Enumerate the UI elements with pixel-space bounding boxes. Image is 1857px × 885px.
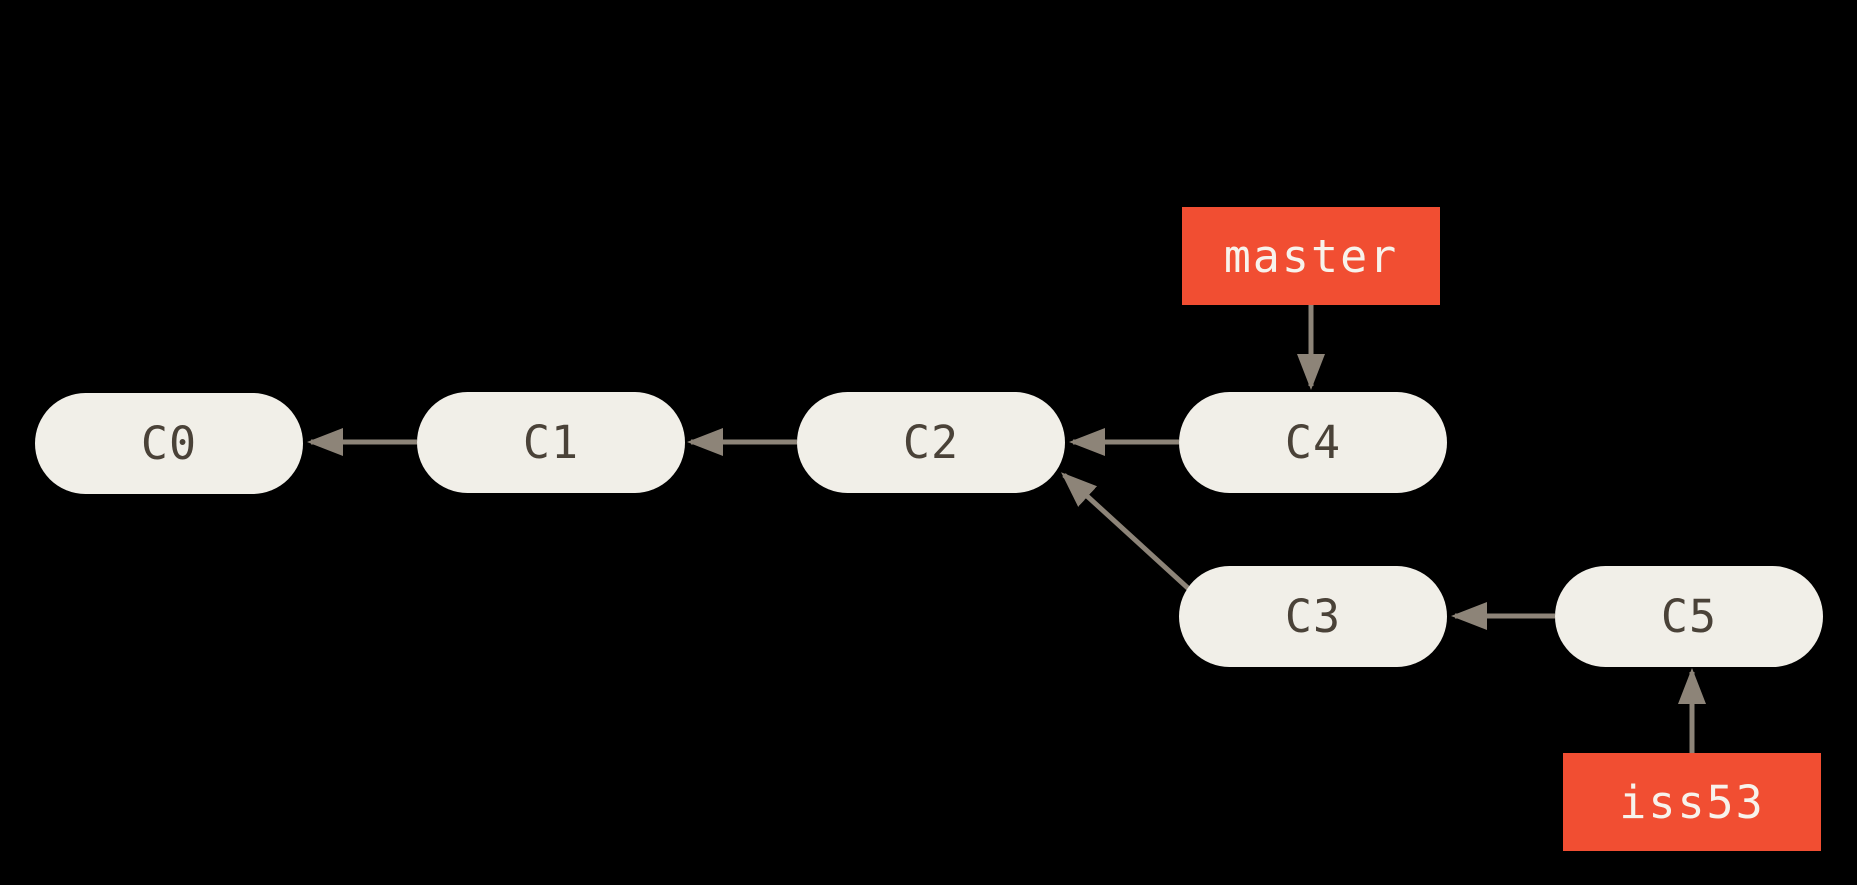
branch-name-iss53: iss53 xyxy=(1619,775,1765,829)
commit-node-c2: C2 xyxy=(797,392,1065,493)
commit-node-c0: C0 xyxy=(35,393,303,494)
commit-node-c1: C1 xyxy=(417,392,685,493)
branch-label-master: master xyxy=(1182,207,1440,305)
commit-label-c5: C5 xyxy=(1660,590,1718,643)
commit-label-c0: C0 xyxy=(140,417,198,470)
commit-node-c3: C3 xyxy=(1179,566,1447,667)
branch-name-master: master xyxy=(1223,229,1399,283)
commit-label-c2: C2 xyxy=(902,416,960,469)
commit-label-c3: C3 xyxy=(1284,590,1342,643)
branch-label-iss53: iss53 xyxy=(1563,753,1821,851)
commit-node-c4: C4 xyxy=(1179,392,1447,493)
commit-label-c1: C1 xyxy=(522,416,580,469)
commit-node-c5: C5 xyxy=(1555,566,1823,667)
commit-label-c4: C4 xyxy=(1284,416,1342,469)
edge-c3-to-c2-arrow xyxy=(1061,472,1192,592)
